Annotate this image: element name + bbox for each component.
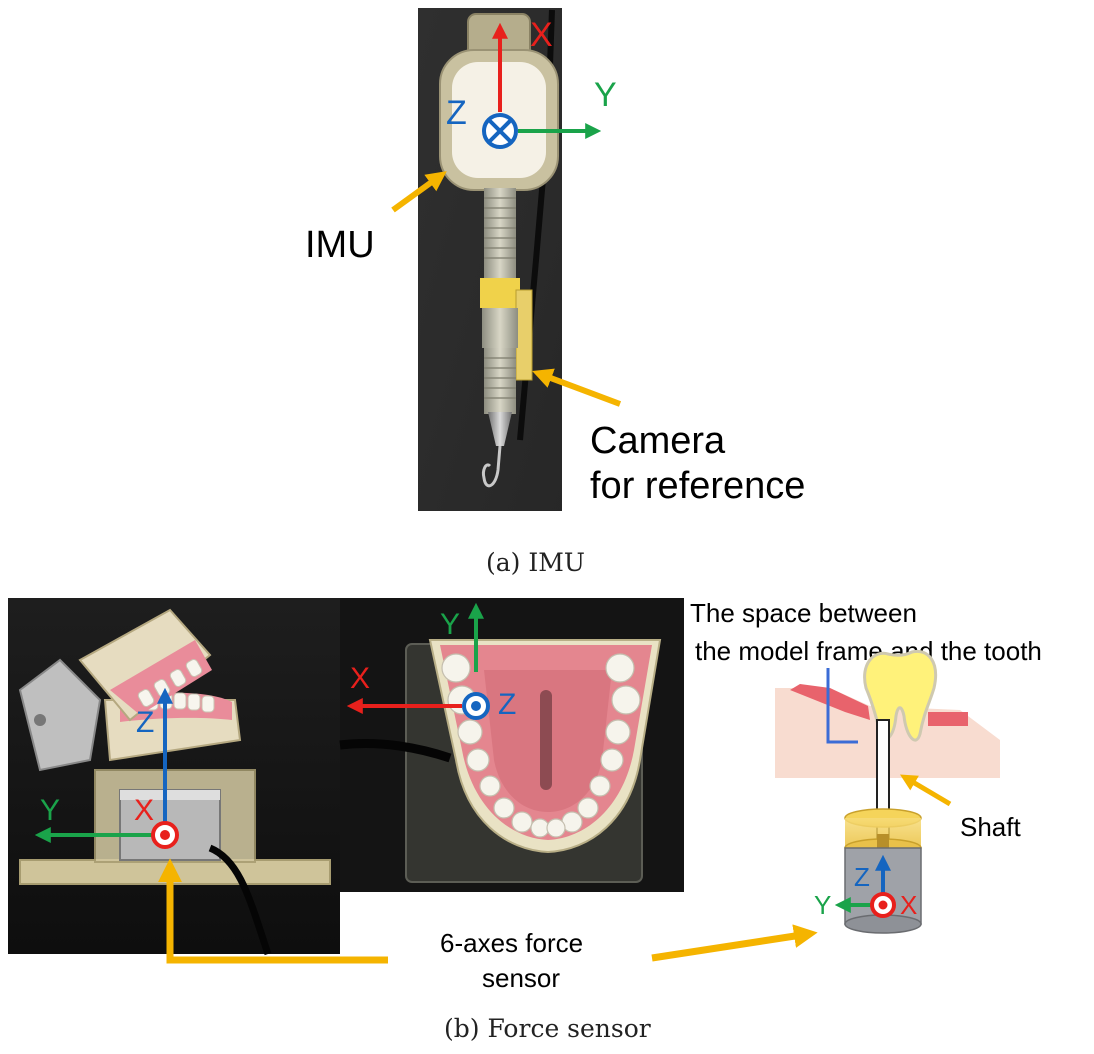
sensor-pointer-arrow-right	[652, 934, 808, 958]
caption-b: (b) Force sensor	[444, 1014, 651, 1043]
sensor-label-line2: sensor	[482, 963, 560, 994]
sensor-label-line1: 6-axes force	[440, 928, 583, 959]
sensor-pointer-arrow-left	[170, 868, 388, 960]
